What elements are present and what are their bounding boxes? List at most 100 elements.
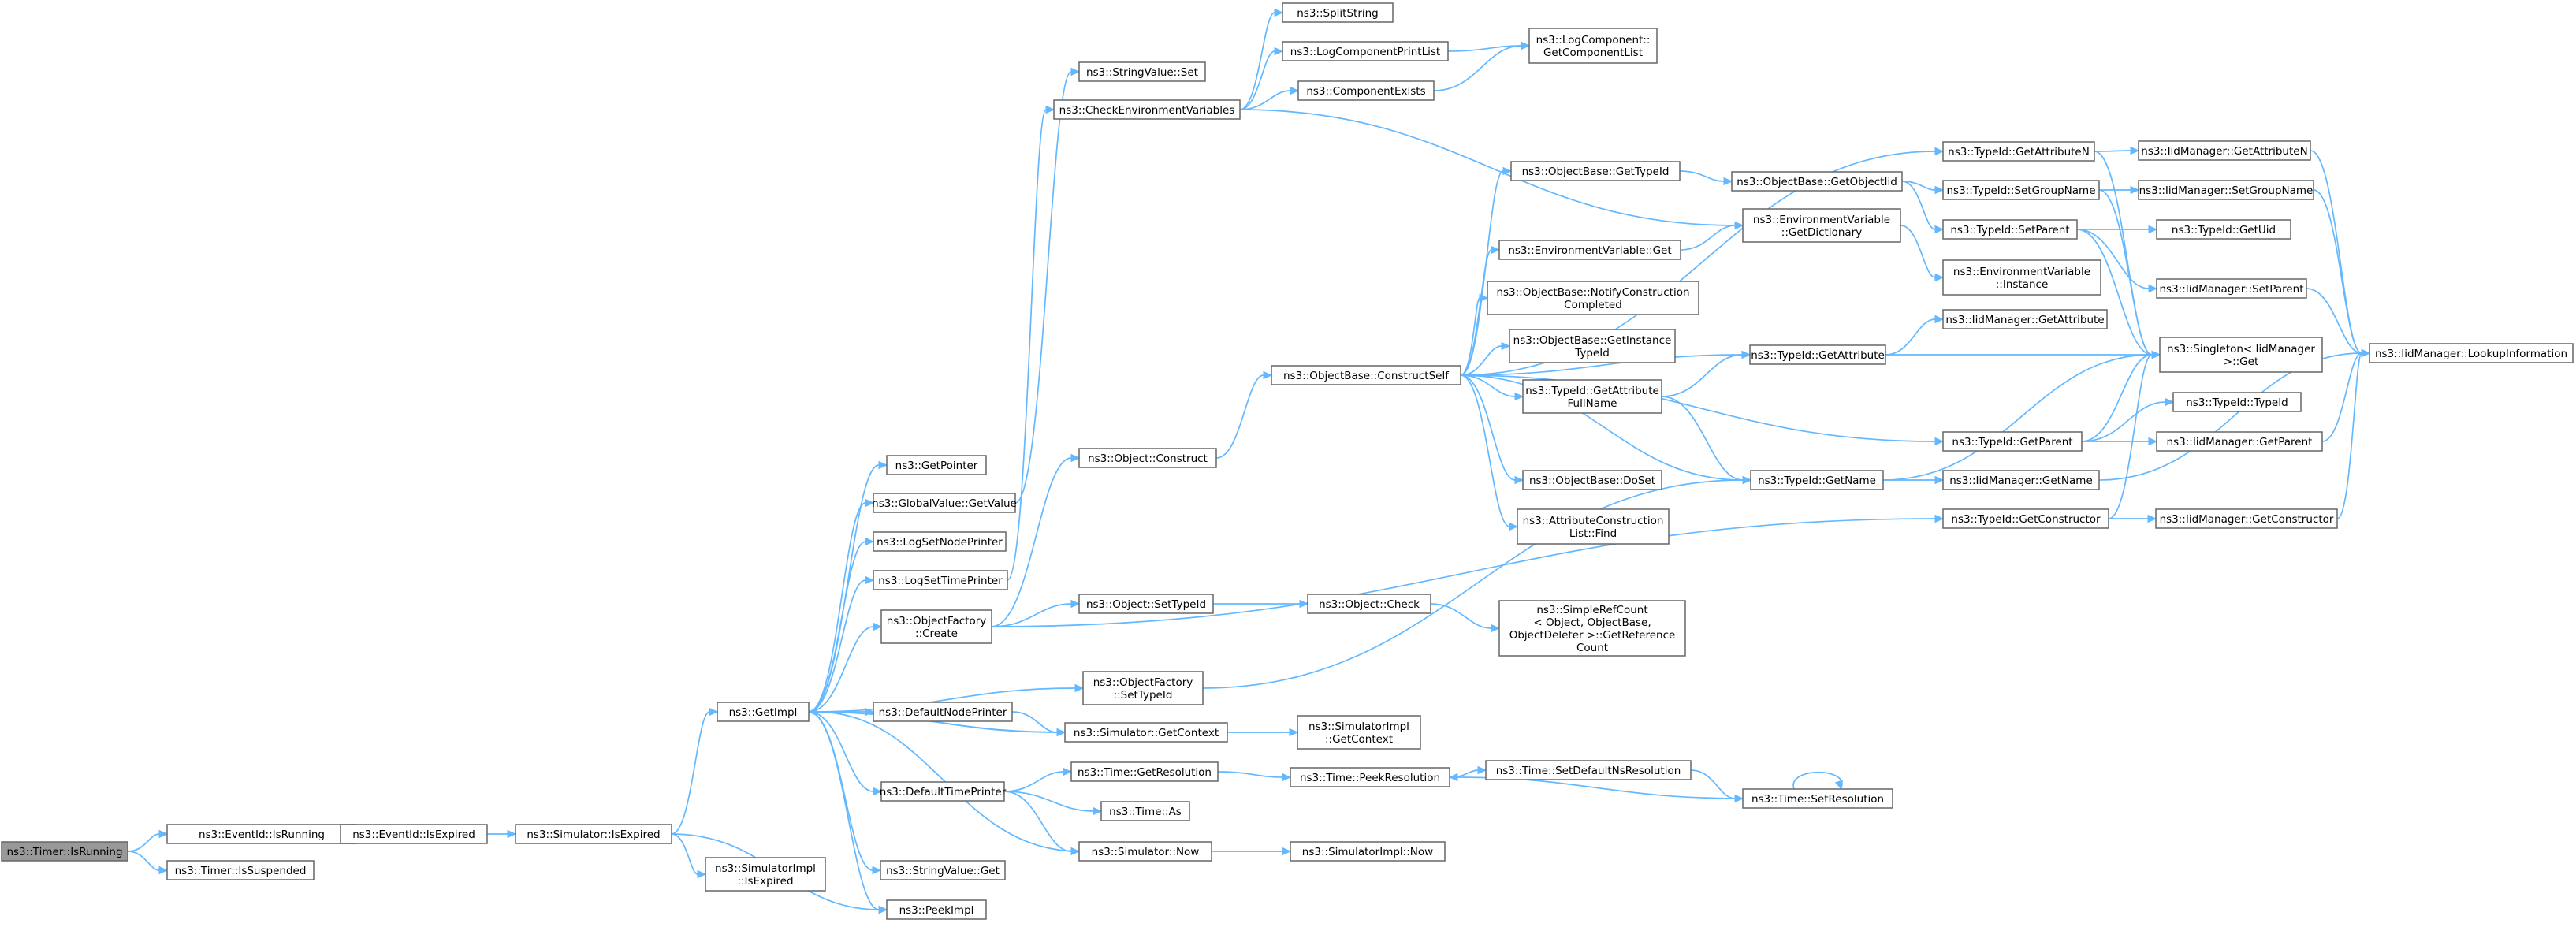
node-time-setdefaultnsresolution[interactable]: ns3::Time::SetDefaultNsResolution xyxy=(1485,760,1692,780)
node-box xyxy=(1,841,128,862)
node-objectbase-constructself[interactable]: ns3::ObjectBase::ConstructSelf xyxy=(1271,365,1461,385)
node-object-construct[interactable]: ns3::Object::Construct xyxy=(1078,448,1217,468)
node-time-setresolution[interactable]: ns3::Time::SetResolution xyxy=(1742,788,1893,809)
edge-logcomponentprintlist-to-logcomponent-getlist xyxy=(1447,41,1531,52)
node-defaulttimeprinter[interactable]: ns3::DefaultTimePrinter xyxy=(880,781,1007,802)
node-typeid-getname[interactable]: ns3::TypeId::GetName xyxy=(1750,470,1884,490)
node-simulator-isexpired[interactable]: ns3::Simulator::IsExpired xyxy=(515,824,672,844)
node-label: ns3::TypeId::GetParent xyxy=(1952,436,2072,449)
node-getpointer[interactable]: ns3::GetPointer xyxy=(886,455,987,475)
node-simimpl-now[interactable]: ns3::SimulatorImpl::Now xyxy=(1290,841,1446,862)
node-typeid-setgroupname[interactable]: ns3::TypeId::SetGroupName xyxy=(1942,180,2100,200)
node-objectbase-notifyconstruction[interactable]: ns3::ObjectBase::NotifyConstructionCompl… xyxy=(1487,281,1699,315)
node-box xyxy=(2155,508,2338,529)
node-typeid-getattribute[interactable]: ns3::TypeId::GetAttribute xyxy=(1749,344,1886,365)
node-box xyxy=(166,824,357,844)
node-envvar-get[interactable]: ns3::EnvironmentVariable::Get xyxy=(1498,240,1681,260)
node-iidmanager-setparent[interactable]: ns3::IidManager::SetParent xyxy=(2156,278,2307,299)
node-objectbase-gettypeid[interactable]: ns3::ObjectBase::GetTypeId xyxy=(1510,161,1681,181)
node-timer-issuspended[interactable]: ns3::Timer::IsSuspended xyxy=(166,860,315,880)
edge-getimpl-to-peekimpl xyxy=(808,711,888,914)
node-stringvalue-get[interactable]: ns3::StringValue::Get xyxy=(880,860,1006,880)
edge-typeid-getconstructor-to-singleton-get xyxy=(2108,350,2161,519)
edge-typeid-getparent-to-typeid-typeid xyxy=(2081,397,2175,442)
node-getimpl[interactable]: ns3::GetImpl xyxy=(717,702,810,722)
node-typeid-setparent[interactable]: ns3::TypeId::SetParent xyxy=(1942,219,2078,240)
node-eventid-isexpired[interactable]: ns3::EventId::IsExpired xyxy=(340,824,488,844)
node-objectbase-getobjectiid[interactable]: ns3::ObjectBase::GetObjectIid xyxy=(1731,171,1903,192)
node-envvar-getdictionary[interactable]: ns3::EnvironmentVariable::GetDictionary xyxy=(1742,208,1901,243)
node-componentexists[interactable]: ns3::ComponentExists xyxy=(1297,80,1435,101)
node-stringvalue-set[interactable]: ns3::StringValue::Set xyxy=(1078,61,1206,82)
edge-objectfactory-create-to-typeid-getconstructor xyxy=(991,514,1945,627)
node-envvar-instance[interactable]: ns3::EnvironmentVariable::Instance xyxy=(1942,259,2101,296)
node-label: ns3::ObjectBase::DoSet xyxy=(1529,475,1655,487)
node-box xyxy=(2159,337,2323,373)
node-iidmanager-lookupinformation[interactable]: ns3::IidManager::LookupInformation xyxy=(2369,343,2574,363)
node-label: ::GetContext xyxy=(1325,733,1393,746)
node-label: ns3::ObjectBase::ConstructSelf xyxy=(1283,370,1450,382)
edge-object-check-to-simplerefcount-getrefcount xyxy=(1430,603,1501,633)
node-globalvalue-getvalue[interactable]: ns3::GlobalValue::GetValue xyxy=(872,493,1017,513)
node-logcomponentprintlist[interactable]: ns3::LogComponentPrintList xyxy=(1282,41,1449,61)
node-iidmanager-getconstructor[interactable]: ns3::IidManager::GetConstructor xyxy=(2155,508,2338,529)
node-time-peekresolution[interactable]: ns3::Time::PeekResolution xyxy=(1290,767,1450,787)
node-label: ns3::TypeId::GetAttributeN xyxy=(1948,146,2090,158)
node-simimpl-getcontext[interactable]: ns3::SimulatorImpl::GetContext xyxy=(1297,715,1421,750)
node-logcomponent-getlist[interactable]: ns3::LogComponent::GetComponentList xyxy=(1528,28,1658,64)
node-checkenv[interactable]: ns3::CheckEnvironmentVariables xyxy=(1053,99,1241,120)
node-box xyxy=(2138,180,2314,200)
node-iidmanager-getname[interactable]: ns3::IidManager::GetName xyxy=(1942,470,2100,490)
node-iidmanager-getattributen[interactable]: ns3::IidManager::GetAttributeN xyxy=(2138,140,2311,161)
node-simulator-getcontext[interactable]: ns3::Simulator::GetContext xyxy=(1064,722,1228,743)
node-object-settypeid[interactable]: ns3::Object::SetTypeId xyxy=(1078,594,1214,614)
node-typeid-getconstructor[interactable]: ns3::TypeId::GetConstructor xyxy=(1942,508,2109,529)
node-objectfactory-create[interactable]: ns3::ObjectFactory::Create xyxy=(880,609,992,644)
node-typeid-getparent[interactable]: ns3::TypeId::GetParent xyxy=(1942,431,2083,452)
node-time-getresolution[interactable]: ns3::Time::GetResolution xyxy=(1070,761,1219,782)
edge-iidmanager-getconstructor-to-iidmanager-lookupinformation xyxy=(2336,348,2371,519)
node-simulator-now[interactable]: ns3::Simulator::Now xyxy=(1078,841,1212,862)
node-objectfactory-settypeid[interactable]: ns3::ObjectFactory::SetTypeId xyxy=(1082,671,1204,705)
node-label: ns3::StringValue::Get xyxy=(886,865,1000,877)
node-typeid-typeid[interactable]: ns3::TypeId::TypeId xyxy=(2172,392,2302,412)
edge-typeid-getattribute-to-iidmanager-getattribute xyxy=(1885,315,1945,356)
node-label: ns3::IidManager::GetAttributeN xyxy=(2141,145,2307,158)
edge-getimpl-to-objectfactory-create xyxy=(808,622,883,713)
node-singleton-get[interactable]: ns3::Singleton< IidManager >::Get xyxy=(2159,337,2323,373)
node-box xyxy=(1064,722,1228,743)
node-label: Count xyxy=(1576,642,1608,654)
edge-defaulttimeprinter-to-time-getresolution xyxy=(1003,767,1073,792)
node-label: ns3::Time::As xyxy=(1109,806,1182,818)
node-box xyxy=(1942,219,2078,240)
node-defaultnodeprinter[interactable]: ns3::DefaultNodePrinter xyxy=(873,702,1013,722)
node-label: ns3::ObjectBase::GetTypeId xyxy=(1522,166,1670,178)
node-peekimpl[interactable]: ns3::PeekImpl xyxy=(886,899,987,920)
node-iidmanager-setgroupname[interactable]: ns3::IidManager::SetGroupName xyxy=(2138,180,2314,200)
node-box xyxy=(1487,281,1699,315)
node-eventid-isrunning[interactable]: ns3::EventId::IsRunning xyxy=(166,824,357,844)
node-simplerefcount-getrefcount[interactable]: ns3::SimpleRefCount< Object, ObjectBase,… xyxy=(1498,600,1686,657)
node-logsetnodeprinter[interactable]: ns3::LogSetNodePrinter xyxy=(873,531,1007,552)
node-typeid-getattributen[interactable]: ns3::TypeId::GetAttributeN xyxy=(1942,141,2095,162)
edge-typeid-getattributen-to-iidmanager-getattributen xyxy=(2094,146,2140,155)
node-timer-isrunning[interactable]: ns3::Timer::IsRunning xyxy=(1,841,128,862)
edge-objectbase-constructself-to-objectbase-getinstancetypeid xyxy=(1460,341,1511,376)
node-logsettimeprinter[interactable]: ns3::LogSetTimePrinter xyxy=(873,570,1008,590)
edge-checkenv-to-componentexists xyxy=(1239,86,1300,110)
node-object-check[interactable]: ns3::Object::Check xyxy=(1307,594,1431,614)
edge-typeid-getattribute-to-singleton-get xyxy=(1885,350,2161,359)
node-time-as[interactable]: ns3::Time::As xyxy=(1100,801,1190,821)
node-objectbase-doset[interactable]: ns3::ObjectBase::DoSet xyxy=(1522,470,1662,490)
node-label: ::IsExpired xyxy=(737,875,793,888)
node-label: ns3::SimulatorImpl xyxy=(715,862,816,875)
node-box xyxy=(2138,140,2311,161)
node-simimpl-isexpired[interactable]: ns3::SimulatorImpl::IsExpired xyxy=(705,857,826,892)
node-typeid-getuid[interactable]: ns3::TypeId::GetUid xyxy=(2156,219,2291,240)
node-iidmanager-getparent[interactable]: ns3::IidManager::GetParent xyxy=(2156,431,2323,452)
node-splitstring[interactable]: ns3::SplitString xyxy=(1282,2,1394,23)
node-iidmanager-getattribute[interactable]: ns3::IidManager::GetAttribute xyxy=(1942,309,2108,329)
